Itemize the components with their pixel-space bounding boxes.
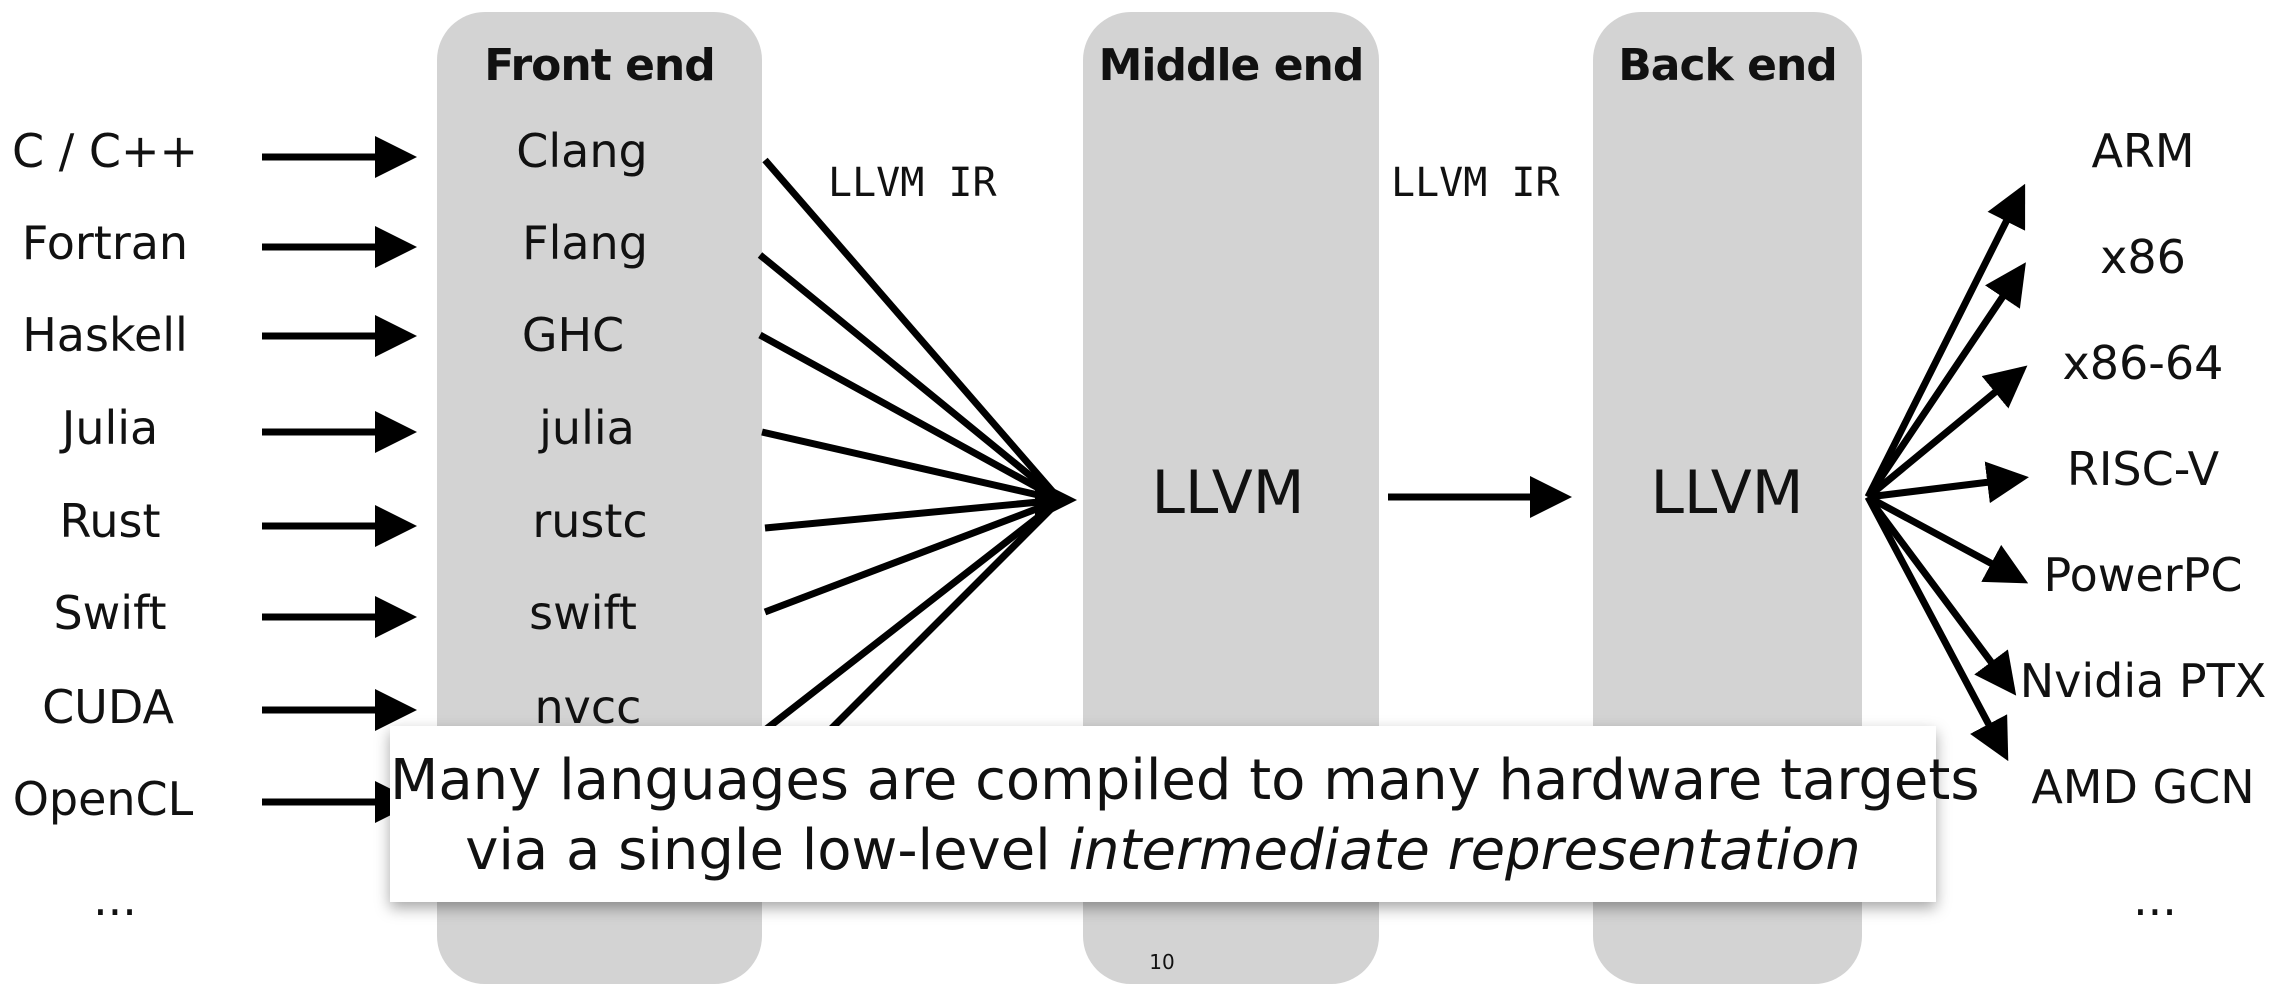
line-ghc-llvm — [758, 331, 1062, 504]
caption-line-1: Many languages are compiled to many hard… — [390, 748, 1980, 813]
middle-llvm-label: LLVM — [1151, 458, 1305, 528]
target-label: Nvidia PTX — [2019, 654, 2267, 708]
arrow-target-ptx — [1865, 494, 2017, 696]
frontend-label: GHC — [521, 308, 625, 362]
language-label: Fortran — [21, 216, 189, 270]
back-end-title: Back end — [1618, 40, 1838, 91]
target-label: x86-64 — [2062, 336, 2224, 390]
language-label: ... — [93, 872, 137, 926]
frontend-label: swift — [529, 586, 637, 640]
arrow-target-powerpc — [1866, 493, 2029, 584]
target-label: ... — [2133, 872, 2177, 926]
arrow-target-x86-64 — [1865, 365, 2028, 500]
target-label: AMD GCN — [2031, 760, 2255, 814]
arrow-target-arm — [1864, 183, 2026, 499]
frontend-label: Clang — [516, 124, 648, 178]
target-label: PowerPC — [2043, 548, 2243, 602]
target-label: RISC-V — [2066, 442, 2220, 496]
language-label: OpenCL — [12, 772, 194, 826]
arrow-target-x86 — [1865, 262, 2026, 499]
frontend-label: Flang — [522, 216, 648, 270]
ir-converging-lines — [757, 157, 1077, 733]
line-clang-llvm — [762, 157, 1063, 503]
caption-line-2: via a single low-level intermediate repr… — [390, 818, 1936, 883]
target-label: ARM — [2091, 124, 2195, 178]
frontend-label: rustc — [532, 494, 648, 548]
frontend-label: julia — [539, 401, 635, 455]
line-extra-llvm — [827, 497, 1063, 733]
language-label: C / C++ — [11, 124, 199, 178]
page-number: 10 — [1149, 950, 1175, 974]
ir-label-left: LLVM IR — [828, 160, 997, 206]
line-flang-llvm — [757, 252, 1063, 503]
line-julia-llvm — [761, 428, 1061, 504]
language-label: Haskell — [22, 308, 188, 362]
back-llvm-label: LLVM — [1650, 458, 1804, 528]
arrow-target-riscv — [1867, 461, 2029, 504]
caption-box: Many languages are compiled to many hard… — [390, 726, 1980, 902]
caption-line-2-italic: intermediate representation — [1068, 818, 1861, 883]
caption-line-2-plain: via a single low-level — [465, 818, 1069, 883]
target-label: x86 — [2100, 230, 2186, 284]
line-nvcc-llvm — [762, 497, 1063, 733]
language-label: Swift — [53, 586, 167, 640]
arrow-target-amdgcn — [1864, 495, 2009, 762]
language-label: Rust — [59, 494, 161, 548]
output-arrows — [1864, 183, 2029, 762]
front-end-title: Front end — [484, 40, 716, 91]
language-label: CUDA — [42, 680, 174, 734]
line-swift-llvm — [763, 496, 1062, 616]
middle-end-title: Middle end — [1098, 40, 1365, 91]
ir-label-right: LLVM IR — [1391, 160, 1560, 206]
language-label: Julia — [61, 401, 159, 455]
frontend-label: nvcc — [534, 680, 642, 734]
input-arrows — [262, 136, 417, 823]
line-rustc-llvm — [764, 496, 1061, 532]
